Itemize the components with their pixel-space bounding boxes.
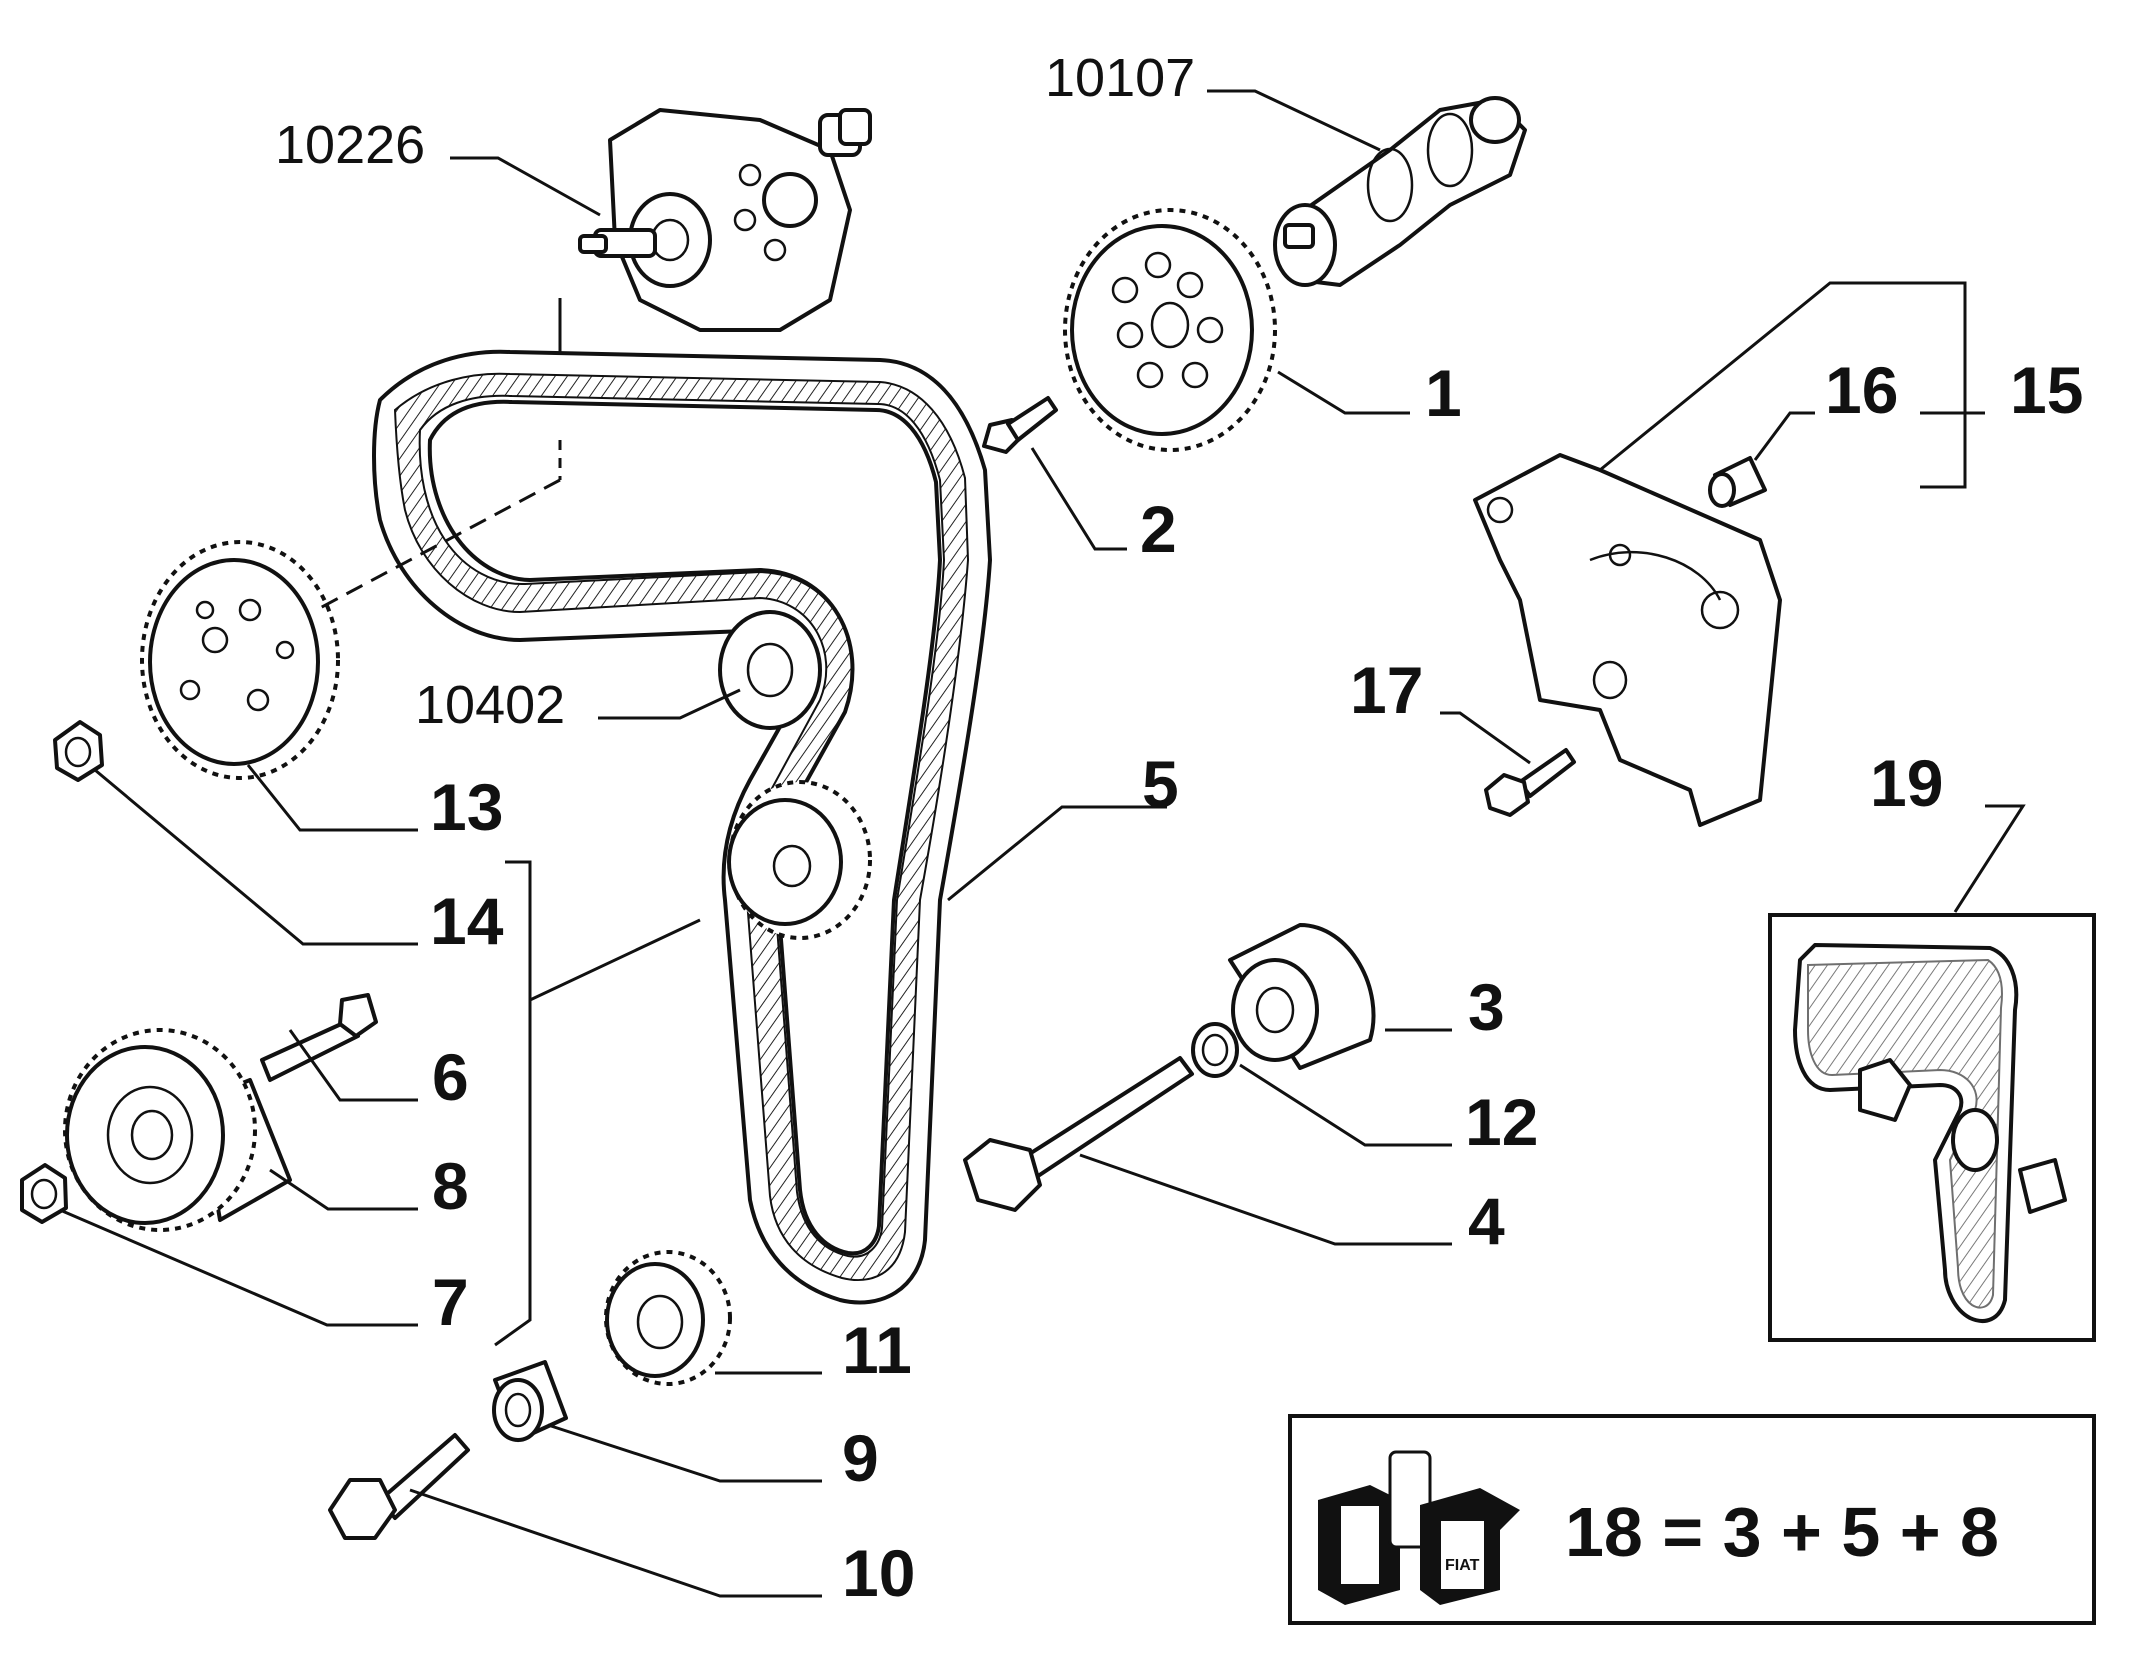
roller-3 bbox=[1228, 923, 1376, 1070]
label-1: 1 bbox=[1425, 356, 1462, 430]
kit-formula: 18 = 3 + 5 + 8 bbox=[1565, 1493, 1999, 1571]
label-13: 13 bbox=[430, 770, 503, 844]
high-pressure-pump-10226 bbox=[578, 108, 872, 332]
label-7: 7 bbox=[432, 1265, 469, 1339]
label-9: 9 bbox=[842, 1421, 879, 1495]
idler-pulley-11 bbox=[604, 1250, 732, 1386]
label-3: 3 bbox=[1468, 970, 1505, 1044]
bolt-2 bbox=[982, 396, 1058, 454]
callout-labels: 10107 10226 10402 1 2 16 15 17 5 19 13 1… bbox=[275, 48, 2083, 1610]
crankshaft-gear bbox=[140, 540, 340, 780]
label-11: 11 bbox=[842, 1313, 912, 1387]
nut-14 bbox=[53, 720, 104, 782]
nut-7 bbox=[20, 1163, 68, 1224]
label-8: 8 bbox=[432, 1149, 469, 1223]
tensioner-assembly bbox=[63, 1028, 292, 1232]
belt-tensioner-pulley bbox=[727, 780, 872, 940]
label-19: 19 bbox=[1870, 746, 1943, 820]
bolt-4 bbox=[963, 1056, 1194, 1212]
label-10: 10 bbox=[842, 1536, 915, 1610]
kit-box-brand: FIAT bbox=[1445, 1557, 1480, 1574]
label-10107: 10107 bbox=[1045, 48, 1195, 108]
inset-box-19 bbox=[1768, 913, 2096, 1342]
stud-6 bbox=[260, 993, 378, 1082]
label-2: 2 bbox=[1140, 492, 1177, 566]
fiat-kit-icon: FIAT bbox=[1318, 1450, 1520, 1605]
bracket-15 bbox=[1473, 453, 1782, 827]
leader-lines bbox=[59, 89, 2026, 1598]
label-10402: 10402 bbox=[415, 675, 565, 735]
label-10226: 10226 bbox=[275, 115, 425, 175]
label-4: 4 bbox=[1468, 1184, 1505, 1258]
camshaft-10107 bbox=[1273, 96, 1527, 287]
label-5: 5 bbox=[1142, 747, 1179, 821]
bolt-17 bbox=[1484, 748, 1576, 817]
label-17: 17 bbox=[1350, 653, 1423, 727]
pin-16 bbox=[1708, 456, 1767, 508]
washer-12 bbox=[1191, 1022, 1239, 1078]
label-16: 16 bbox=[1825, 353, 1898, 427]
roller-10402 bbox=[718, 610, 822, 730]
camshaft-gear bbox=[1063, 208, 1277, 452]
spacer-9 bbox=[492, 1360, 568, 1442]
label-12: 12 bbox=[1465, 1085, 1538, 1159]
label-6: 6 bbox=[432, 1040, 469, 1114]
timing-belt bbox=[372, 349, 992, 1305]
kit-box-18: FIAT 18 = 3 + 5 + 8 bbox=[1288, 1414, 2096, 1625]
label-15: 15 bbox=[2010, 353, 2083, 427]
bolt-10 bbox=[328, 1433, 470, 1540]
label-14: 14 bbox=[430, 884, 504, 958]
